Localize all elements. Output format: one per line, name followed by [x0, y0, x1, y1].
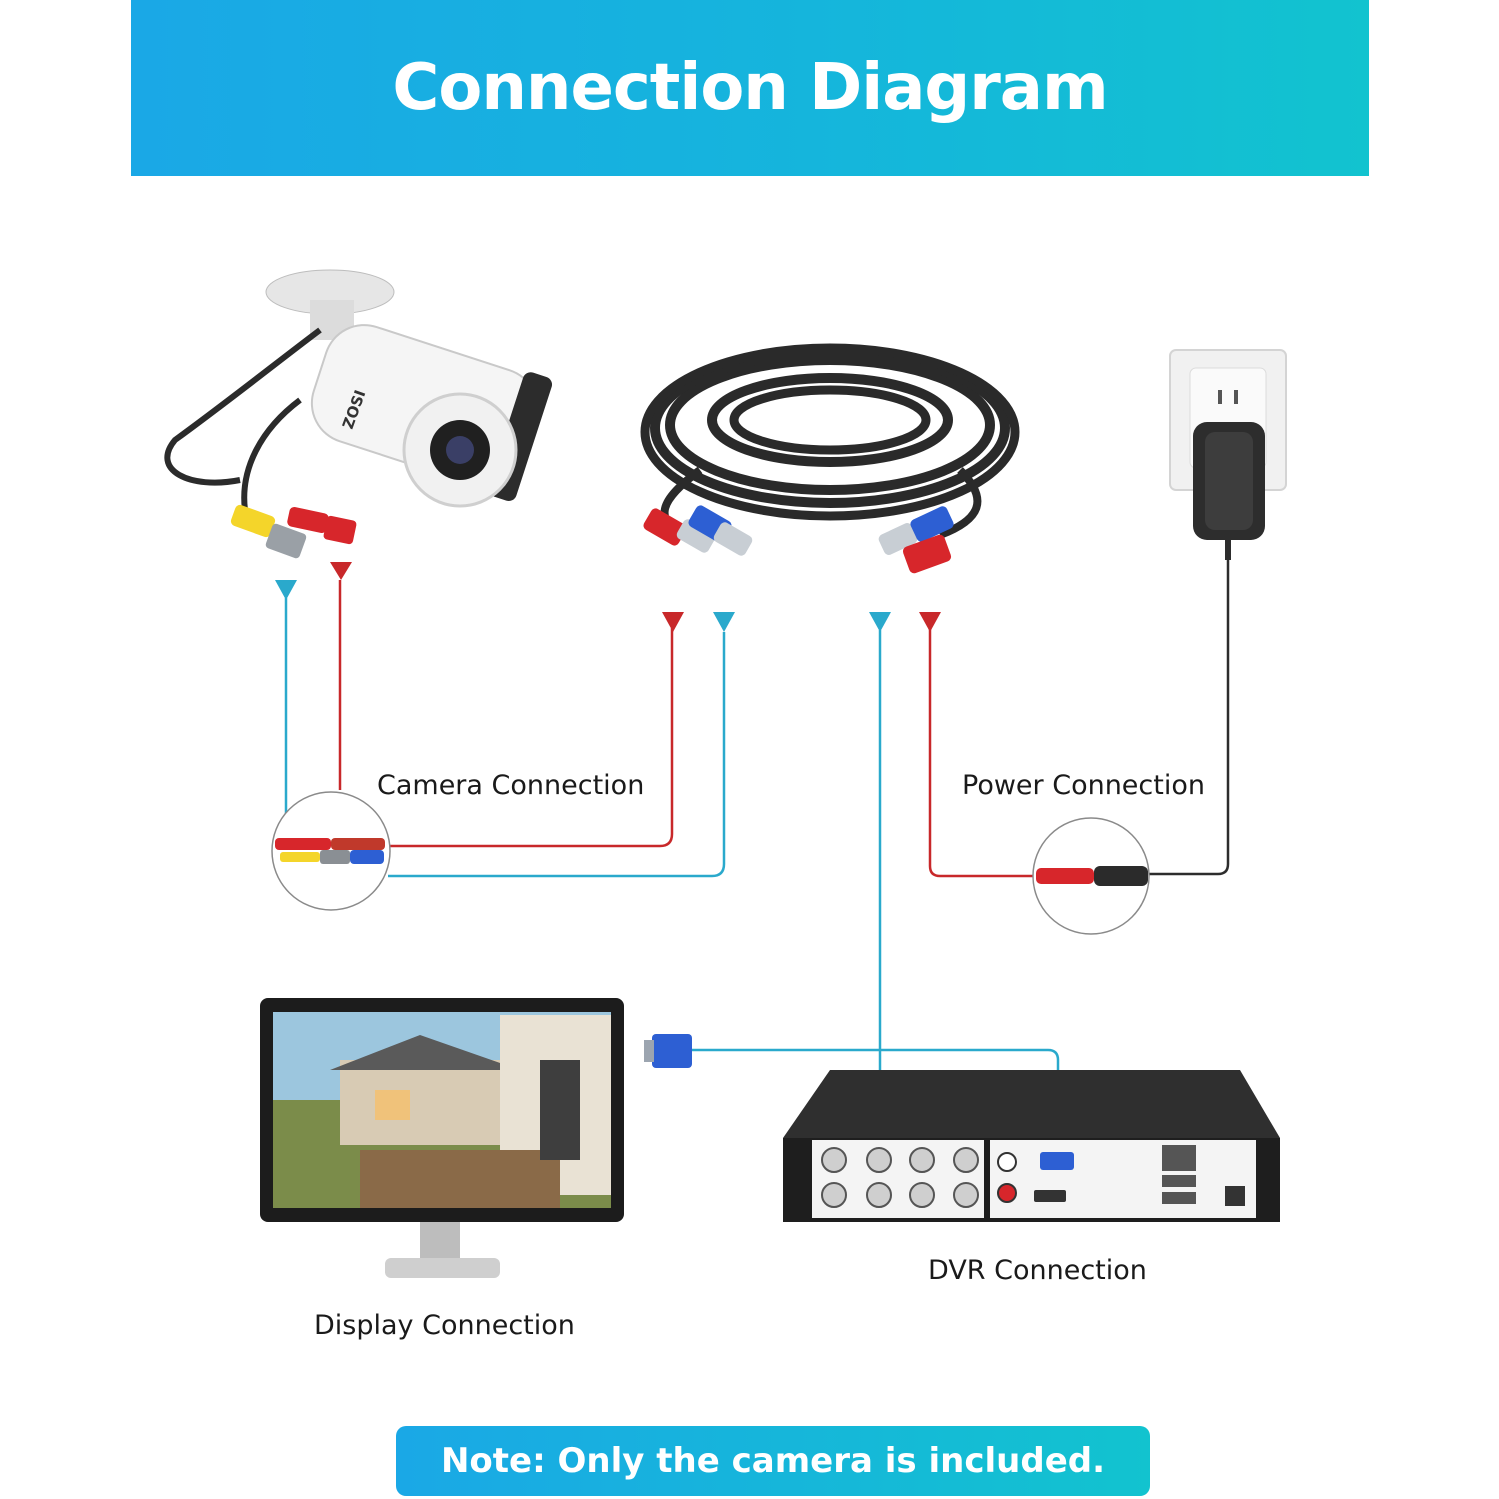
dvr-connection-label: DVR Connection — [928, 1255, 1147, 1286]
cable-power-arrow-left — [662, 612, 684, 632]
camera-video-line — [284, 598, 726, 878]
cable-connectors — [643, 505, 954, 574]
bullet-camera: ZOSI — [164, 269, 553, 559]
cable-video-arrow-right — [869, 612, 891, 632]
camera-power-arrow — [330, 562, 352, 580]
power-connection-label: Power Connection — [962, 770, 1205, 801]
header-banner: Connection Diagram — [131, 0, 1369, 176]
page-title: Connection Diagram — [392, 51, 1108, 125]
camera-connection-label: Camera Connection — [377, 770, 645, 801]
camera-connector-zoom — [271, 791, 391, 911]
dvr-power-line — [928, 628, 1035, 878]
vga-line — [690, 1048, 1060, 1095]
display-connection-label: Display Connection — [314, 1310, 575, 1341]
cable-video-arrow-left — [713, 612, 735, 632]
dvr-recorder — [783, 1070, 1280, 1222]
power-adapter — [1169, 349, 1287, 560]
note-text: Note: Only the camera is included. — [440, 1441, 1106, 1481]
cable-power-arrow-right — [919, 612, 941, 632]
power-connector-zoom — [1032, 817, 1150, 935]
monitor — [260, 998, 624, 1278]
coiled-cable — [640, 343, 1020, 544]
camera-power-line — [338, 580, 674, 848]
note-banner: Note: Only the camera is included. — [396, 1426, 1150, 1496]
camera-video-arrow — [275, 580, 297, 600]
adapter-line — [1148, 560, 1230, 876]
